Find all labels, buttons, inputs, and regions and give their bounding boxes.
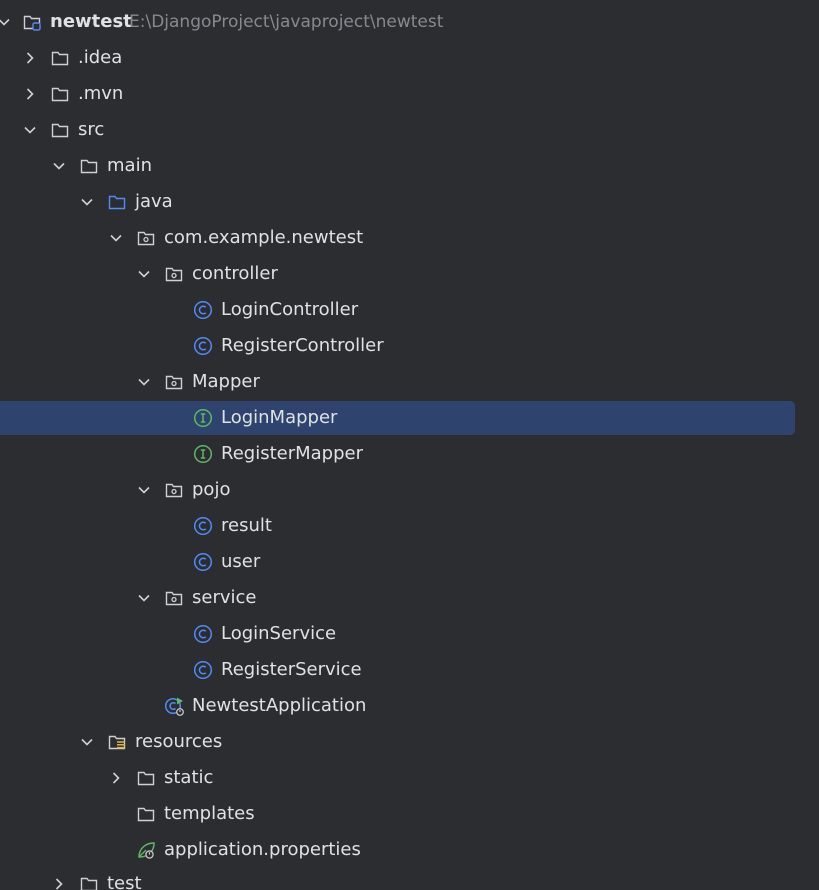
tree-label: NewtestApplication [192,695,367,716]
tree-row-mvn[interactable]: .mvn [0,76,819,112]
tree-label: RegisterMapper [221,443,363,464]
tree-row-login-mapper[interactable]: LoginMapper [0,400,819,436]
tree-label: result [221,515,272,536]
folder-icon [50,48,70,68]
tree-label: LoginMapper [221,407,338,428]
tree-label: .mvn [78,83,124,104]
tree-label: user [221,551,261,572]
tree-label: LoginController [221,299,359,320]
package-icon [164,588,184,608]
class-icon [193,300,213,320]
folder-icon [79,156,99,176]
chevron-down-icon[interactable] [49,156,69,176]
tree-label: controller [192,263,278,284]
chevron-down-icon[interactable] [77,192,97,212]
tree-label: LoginService [221,623,337,644]
tree-label: RegisterController [221,335,384,356]
folder-icon [50,84,70,104]
chevron-down-icon[interactable] [20,120,40,140]
tree-label: templates [164,803,255,824]
spring-properties-icon [136,840,156,860]
tree-label: main [107,155,152,176]
tree-row-pojo[interactable]: pojo [0,472,819,508]
spring-boot-application-icon [164,696,184,716]
tree-label: RegisterService [221,659,362,680]
tree-label: pojo [192,479,231,500]
tree-row-controller[interactable]: controller [0,256,819,292]
tree-row-result[interactable]: result [0,508,819,544]
chevron-down-icon[interactable] [134,372,154,392]
tree-row-java[interactable]: java [0,184,819,220]
chevron-down-icon[interactable] [77,732,97,752]
chevron-right-icon[interactable] [20,84,40,104]
folder-icon [50,120,70,140]
tree-row-static[interactable]: static [0,760,819,796]
tree-row-login-service[interactable]: LoginService [0,616,819,652]
tree-row-register-controller[interactable]: RegisterController [0,328,819,364]
chevron-down-icon[interactable] [134,264,154,284]
tree-row-service[interactable]: service [0,580,819,616]
tree-row-application-properties[interactable]: application.properties [0,832,819,868]
tree-row-user[interactable]: user [0,544,819,580]
tree-label: application.properties [164,839,361,860]
tree-label: Mapper [192,371,260,392]
tree-label: resources [135,731,223,752]
tree-label: static [164,767,214,788]
interface-icon [193,444,213,464]
package-icon [164,372,184,392]
tree-label: com.example.newtest [164,227,364,248]
source-folder-icon [107,192,127,212]
chevron-right-icon[interactable] [49,874,69,890]
tree-row-package[interactable]: com.example.newtest [0,220,819,256]
tree-row-idea[interactable]: .idea [0,40,819,76]
folder-icon [136,804,156,824]
package-icon [164,264,184,284]
chevron-right-icon[interactable] [20,48,40,68]
project-path: E:\DjangoProject\javaproject\newtest [129,12,444,32]
tree-row-newtest-application[interactable]: NewtestApplication [0,688,819,724]
tree-label: src [78,119,105,140]
tree-row-resources[interactable]: resources [0,724,819,760]
tree-label: newtest [50,11,132,32]
tree-row-templates[interactable]: templates [0,796,819,832]
class-icon [193,624,213,644]
class-icon [193,660,213,680]
chevron-right-icon[interactable] [106,768,126,788]
tree-row-mapper[interactable]: Mapper [0,364,819,400]
tree-row-login-controller[interactable]: LoginController [0,292,819,328]
folder-icon [136,768,156,788]
package-icon [164,480,184,500]
tree-label: .idea [78,47,123,68]
chevron-down-icon[interactable] [0,12,14,32]
tree-row-main[interactable]: main [0,148,819,184]
package-icon [136,228,156,248]
tree-label: test [107,873,142,890]
interface-icon [193,408,213,428]
tree-label: java [135,191,173,212]
chevron-down-icon[interactable] [106,228,126,248]
tree-label: service [192,587,257,608]
tree-row-register-service[interactable]: RegisterService [0,652,819,688]
chevron-down-icon[interactable] [134,588,154,608]
tree-row-register-mapper[interactable]: RegisterMapper [0,436,819,472]
class-icon [193,516,213,536]
folder-icon [79,874,99,890]
tree-row-src[interactable]: src [0,112,819,148]
module-folder-icon [22,12,42,32]
class-icon [193,552,213,572]
class-icon [193,336,213,356]
tree-row-test[interactable]: test [0,866,819,890]
chevron-down-icon[interactable] [134,480,154,500]
tree-row-newtest[interactable]: newtest E:\DjangoProject\javaproject\new… [0,4,819,40]
resources-folder-icon [107,732,127,752]
